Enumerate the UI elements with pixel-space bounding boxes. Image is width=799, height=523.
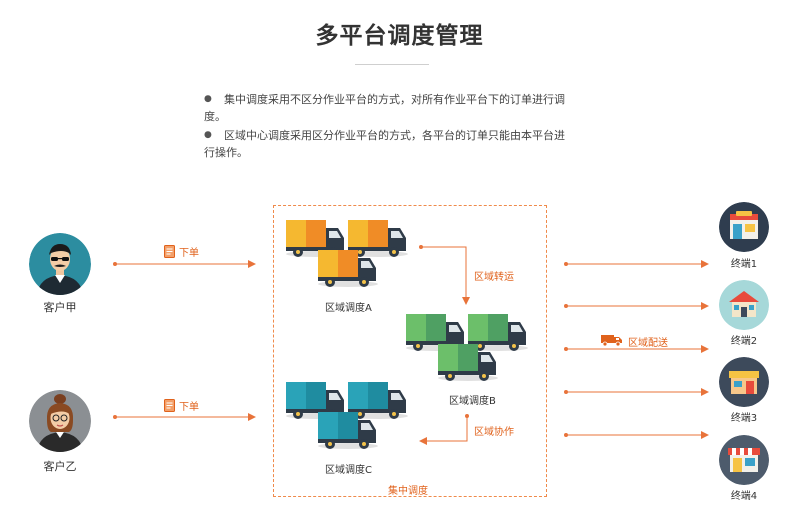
delivery-tag: 区域配送 bbox=[601, 333, 668, 350]
delivery-arrow bbox=[564, 345, 709, 353]
market-icon bbox=[719, 435, 769, 485]
house-icon bbox=[719, 280, 769, 330]
bullet-text-continued: 度。 bbox=[204, 110, 226, 123]
truck-icon bbox=[318, 250, 378, 287]
truck-icon bbox=[348, 220, 408, 257]
order-label: 下单 bbox=[179, 248, 199, 259]
bullet-item: 区域中心调度采用区分作业平台的方式，各平台的订单只能由本平台进 行操作。 bbox=[204, 127, 604, 161]
woman-avatar-icon bbox=[29, 390, 91, 452]
terminal-label: 终端1 bbox=[730, 259, 758, 270]
transfer-label: 区域转运 bbox=[474, 272, 514, 283]
delivery-arrow bbox=[564, 302, 709, 310]
order-tag: 下单 bbox=[164, 398, 199, 413]
order-arrow bbox=[113, 413, 256, 421]
bullet-text-continued: 行操作。 bbox=[204, 146, 248, 159]
truck-group-c bbox=[286, 382, 408, 449]
order-label: 下单 bbox=[179, 402, 199, 413]
truck-icon bbox=[348, 382, 408, 419]
truck-icon bbox=[468, 314, 528, 351]
page-title: 多平台调度管理 bbox=[315, 23, 484, 49]
bullet-text: 集中调度采用不区分作业平台的方式，对所有作业平台下的订单进行调 bbox=[224, 93, 565, 106]
truck-icon bbox=[318, 412, 378, 449]
terminal-label: 终端2 bbox=[730, 336, 758, 347]
bullet-item: 集中调度采用不区分作业平台的方式，对所有作业平台下的订单进行调 度。 bbox=[204, 91, 604, 125]
order-tag: 下单 bbox=[164, 244, 199, 259]
title-divider bbox=[355, 64, 429, 65]
shop-icon bbox=[719, 202, 769, 252]
terminal-label: 终端3 bbox=[730, 413, 758, 424]
order-arrow bbox=[113, 260, 256, 268]
man-avatar-icon bbox=[29, 233, 91, 295]
collab-label: 区域协作 bbox=[474, 427, 514, 438]
central-dispatch-zone bbox=[273, 205, 547, 497]
truck-group-a bbox=[286, 220, 408, 287]
zone-label: 集中调度 bbox=[388, 486, 428, 497]
group-label: 区域调度B bbox=[449, 396, 496, 407]
description-list: 集中调度采用不区分作业平台的方式，对所有作业平台下的订单进行调 度。 区域中心调… bbox=[204, 91, 604, 161]
delivery-truck-icon bbox=[601, 333, 623, 350]
group-label: 区域调度C bbox=[325, 465, 372, 476]
document-icon bbox=[164, 245, 175, 258]
customer-label: 客户甲 bbox=[43, 301, 77, 314]
customer-label: 客户乙 bbox=[43, 460, 77, 473]
delivery-label: 区域配送 bbox=[628, 338, 668, 349]
bullet-text: 区域中心调度采用区分作业平台的方式，各平台的订单只能由本平台进 bbox=[224, 129, 565, 142]
transfer-arrow bbox=[419, 245, 470, 305]
store-icon bbox=[719, 357, 769, 407]
delivery-arrow bbox=[564, 260, 709, 268]
terminal-label: 终端4 bbox=[730, 491, 758, 502]
truck-group-b bbox=[406, 314, 528, 381]
truck-icon bbox=[438, 344, 498, 381]
group-label: 区域调度A bbox=[325, 303, 372, 314]
delivery-arrow bbox=[564, 431, 709, 439]
delivery-arrow bbox=[564, 388, 709, 396]
document-icon bbox=[164, 399, 175, 412]
collab-arrow bbox=[419, 414, 469, 445]
